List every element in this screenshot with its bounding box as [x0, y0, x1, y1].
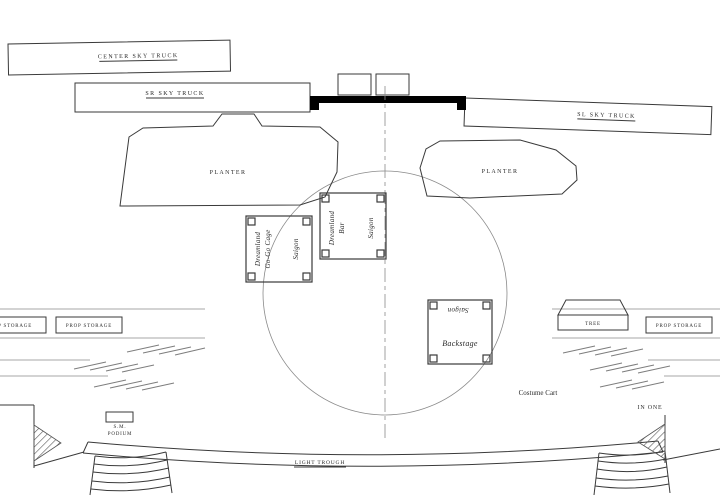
gogo-cage-label-2: Go-Go Cage: [264, 230, 272, 269]
dreamland-bar-label-1: Dreamland: [328, 211, 336, 247]
caster-mark: [376, 194, 385, 203]
caster-mark: [247, 217, 256, 226]
backstage-unit: Saigon Backstage: [427, 299, 493, 365]
in-one-label: IN ONE: [638, 405, 663, 411]
tree-unit: TREE: [557, 299, 629, 331]
sl-sky-truck-label: SL SKY TRUCK: [577, 112, 636, 120]
planter-left-label: PLANTER: [210, 170, 247, 176]
revolve-circle: [262, 170, 508, 416]
dreamland-bar-scene-label: Saigon: [367, 217, 375, 238]
sl-sky-truck: SL SKY TRUCK: [463, 97, 713, 136]
hatch-marks-right: [562, 345, 671, 390]
beam-end-left: [310, 103, 319, 110]
dreamland-bar-unit: Dreamland Bar Saigon: [319, 192, 387, 260]
header-box-left: [337, 73, 372, 96]
backstage-scene-label: Saigon: [447, 306, 468, 314]
sm-podium-label-2: PODIUM: [108, 432, 133, 437]
caster-mark: [302, 217, 311, 226]
right-wing: TREE PROP STORAGE: [552, 299, 720, 390]
gogo-cage-label-1: Dreamland: [254, 232, 262, 268]
caster-mark: [482, 301, 491, 310]
stairs-left: [89, 451, 173, 496]
caster-mark: [302, 272, 311, 281]
beam-end-right: [457, 103, 466, 110]
prop-storage-right-label: PROP STORAGE: [656, 324, 702, 329]
left-wing: PROP STORAGE PROP STORAGE: [0, 308, 206, 391]
prop-storage-far-left-label: PROP STORAGE: [0, 324, 32, 329]
caster-mark: [429, 301, 438, 310]
sm-podium-label-1: S.M.: [114, 425, 127, 430]
gogo-cage-unit: Dreamland Go-Go Cage Saigon: [245, 215, 313, 283]
wedge-right: [637, 415, 720, 463]
tree-label: TREE: [585, 322, 601, 327]
header-units: [310, 73, 466, 110]
light-trough: LIGHT TROUGH: [82, 440, 664, 468]
hatched-wedge-right: [637, 423, 666, 460]
hatch-marks-left: [73, 344, 206, 391]
planter-right-label: PLANTER: [482, 169, 519, 175]
caster-mark: [321, 194, 330, 203]
hatched-wedge-left: [33, 424, 62, 462]
dreamland-bar-label-2: Bar: [338, 222, 346, 233]
light-trough-label: LIGHT TROUGH: [295, 460, 345, 466]
backstage-label: Backstage: [442, 339, 478, 348]
sm-podium: S.M. PODIUM: [105, 411, 134, 437]
center-sky-truck-label: CENTER SKY TRUCK: [98, 53, 179, 60]
caster-mark: [429, 354, 438, 363]
caster-mark: [247, 272, 256, 281]
sr-sky-truck: SR SKY TRUCK: [74, 82, 311, 113]
wedge-left: [0, 404, 85, 468]
header-box-right: [375, 73, 410, 96]
caster-mark: [376, 249, 385, 258]
prop-storage-left-label: PROP STORAGE: [66, 324, 112, 329]
prop-storage-right: PROP STORAGE: [645, 316, 713, 334]
caster-mark: [321, 249, 330, 258]
center-sky-truck: CENTER SKY TRUCK: [7, 39, 232, 76]
planter-right: PLANTER: [419, 139, 578, 199]
costume-cart-label: Costume Cart: [519, 389, 558, 397]
caster-mark: [482, 354, 491, 363]
planter-left: PLANTER: [119, 113, 339, 207]
gogo-cage-scene-label: Saigon: [292, 238, 300, 259]
prop-storage-far-left: PROP STORAGE: [0, 316, 47, 334]
sr-sky-truck-label: SR SKY TRUCK: [145, 91, 204, 97]
header-beam: [310, 96, 466, 103]
prop-storage-left: PROP STORAGE: [55, 316, 123, 334]
stairs-right: [593, 450, 671, 496]
